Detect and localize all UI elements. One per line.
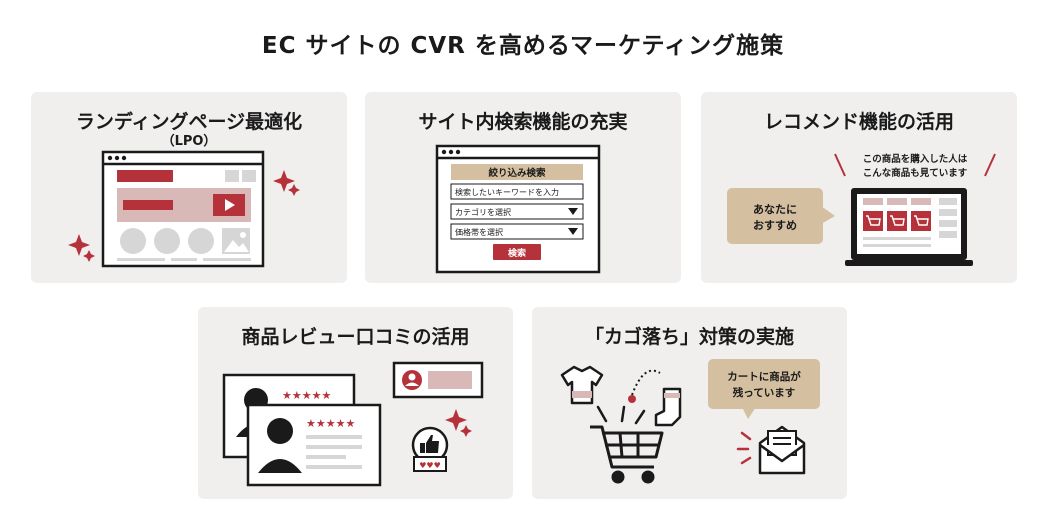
card-title: 「カゴ落ち」対策の実施 [584, 326, 794, 348]
filter-panel-title: 絞り込み検索 [487, 167, 546, 179]
reviews-illustration: ★★★★★ ★★★★★ ♥♥♥ [222, 361, 484, 487]
bubble-text: カートに商品が [727, 370, 801, 383]
search-button[interactable]: 検索 [493, 244, 541, 260]
necklace-icon [628, 369, 661, 403]
star-rating: ★★★★★ [282, 389, 331, 402]
laptop-icon [845, 188, 973, 266]
recommend-illustration: この商品を購入した人は こんな商品も見ています あなたに おすすめ [727, 153, 996, 266]
review-card: ★★★★★ [246, 403, 382, 487]
card-cart-abandonment: 「カゴ落ち」対策の実施 [532, 307, 847, 499]
category-select[interactable]: カテゴリを選択 [450, 203, 584, 220]
card-site-search: サイト内検索機能の充実 絞り込み検索 検索したいキーワードを入力 カテゴリを選択… [365, 92, 681, 283]
card-lpo: ランディングページ最適化 （LPO） [31, 92, 347, 283]
lpo-illustration [68, 150, 300, 268]
profile-card [392, 361, 484, 399]
card-title: サイト内検索機能の充実 [418, 111, 628, 133]
search-illustration: 絞り込み検索 検索したいキーワードを入力 カテゴリを選択 価格帯を選択 検索 [435, 144, 601, 274]
card-title: 商品レビュー口コミの活用 [241, 326, 470, 348]
bubble-text: あなたに [753, 203, 797, 216]
chevron-down-icon [568, 228, 578, 235]
sparkle-icon [68, 234, 95, 262]
filter-panel-header [451, 164, 583, 180]
card-title: レコメンド機能の活用 [763, 111, 954, 133]
bubble-text: 残っています [733, 386, 795, 399]
price-select[interactable]: 価格帯を選択 [450, 223, 584, 240]
price-select-label: 価格帯を選択 [455, 227, 503, 237]
card-reviews: 商品レビュー口コミの活用 ★★★★★ ★★★★★ [198, 307, 513, 499]
sparkle-icon [273, 170, 300, 196]
speech-bubble: あなたに おすすめ [727, 188, 835, 244]
image-icon [222, 228, 250, 254]
svg-text:♥♥♥: ♥♥♥ [419, 461, 441, 470]
card-title: ランディングページ最適化 [75, 111, 303, 133]
cart-icon [590, 425, 664, 484]
search-placeholder: 検索したいキーワードを入力 [455, 187, 559, 197]
thumbs-up-icon: ♥♥♥ [411, 426, 449, 472]
card-subtitle: （LPO） [161, 134, 217, 149]
recommend-caption: この商品を購入した人は [863, 153, 968, 165]
sparkle-icon [445, 409, 472, 437]
card-recommend: レコメンド機能の活用 この商品を購入した人は こんな商品も見ています あなたに … [701, 92, 1017, 283]
cart-illustration: カートに商品が 残っています [560, 359, 820, 484]
bubble-text: おすすめ [753, 219, 797, 232]
chevron-down-icon [568, 208, 578, 215]
star-rating: ★★★★★ [306, 417, 355, 430]
socks-icon [654, 387, 682, 427]
category-select-label: カテゴリを選択 [455, 207, 511, 217]
speech-bubble: カートに商品が 残っています [708, 359, 820, 419]
play-icon [213, 194, 245, 216]
search-input[interactable]: 検索したいキーワードを入力 [450, 183, 584, 200]
browser-window [101, 150, 265, 268]
page-title: EC サイトの CVR を高めるマーケティング施策 [261, 33, 785, 59]
mail-icon [736, 425, 806, 475]
recommend-caption: こんな商品も見ています [863, 167, 968, 179]
tshirt-icon [560, 365, 604, 405]
search-button-label: 検索 [508, 247, 526, 259]
